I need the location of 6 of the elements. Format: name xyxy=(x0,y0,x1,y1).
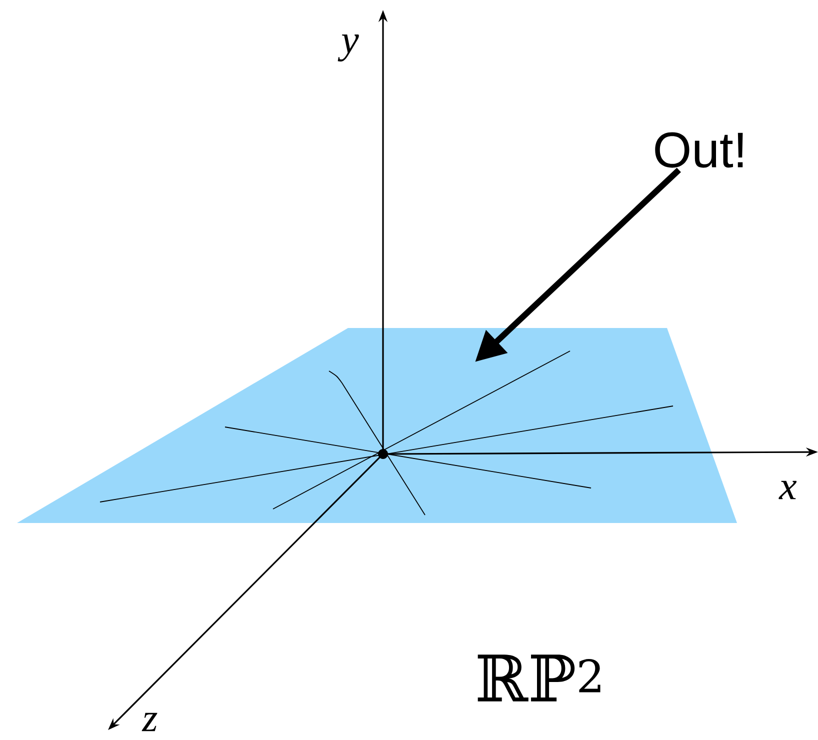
axis-label: y xyxy=(338,34,359,62)
space-label: ℝℙ$^{2}$ xyxy=(478,654,600,702)
plane xyxy=(17,328,737,523)
callout-text: Out! xyxy=(655,132,743,168)
axis-label: z xyxy=(142,712,158,732)
axis-label: x xyxy=(778,480,797,500)
